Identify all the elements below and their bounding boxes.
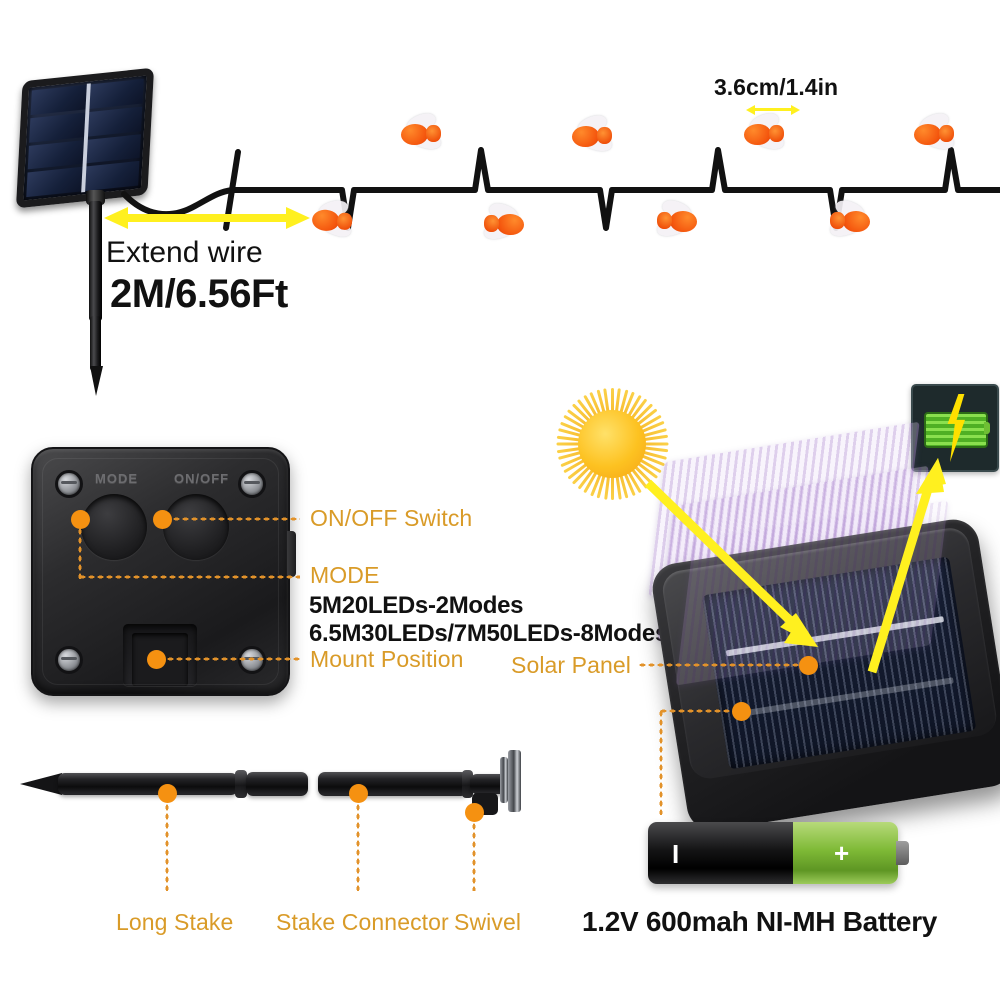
mount-position-label: Mount Position	[310, 646, 464, 672]
mode-leader-line	[78, 575, 300, 579]
swivel-bracket-plate	[500, 757, 508, 803]
bee-bulb-icon	[645, 196, 699, 239]
panel-cell	[26, 167, 83, 198]
bee-bulb-icon	[472, 199, 526, 242]
stake-tip-icon	[20, 773, 62, 795]
bulb-size-label: 3.6cm/1.4in	[714, 74, 839, 100]
bee-body	[401, 124, 428, 145]
stake-connector-rod	[318, 772, 468, 796]
sun-disc	[578, 410, 646, 478]
battery-negative-end	[648, 822, 793, 884]
sunlight-in-arrow	[640, 475, 840, 675]
long-stake-rod	[58, 773, 238, 795]
charge-out-arrow	[820, 450, 950, 680]
solar-panel-leader-line	[638, 663, 800, 667]
mount-hotspot-dot[interactable]	[147, 650, 166, 669]
battery-terminal-nub	[896, 841, 909, 865]
bee-body	[744, 124, 771, 145]
stake-ring	[235, 770, 247, 798]
solar-stake-lamp	[8, 67, 188, 396]
extend-wire-length: 2M/6.56Ft	[110, 272, 288, 316]
bee-head	[426, 125, 441, 142]
battery-leader-line-horizontal	[659, 709, 733, 713]
battery-cap	[984, 422, 990, 434]
lamp-pole	[89, 201, 102, 321]
mode-hotspot-dot[interactable]	[71, 510, 90, 529]
mode-leader-line-vertical	[78, 527, 82, 579]
bee-body	[914, 124, 941, 145]
bee-head	[484, 215, 499, 232]
bee-body	[670, 211, 697, 232]
stake-connector-hotspot-dot[interactable]	[349, 784, 368, 803]
solar-panel-hotspot-dot[interactable]	[799, 656, 818, 675]
battery-negative-sign: I	[672, 839, 680, 869]
panel-cell	[30, 84, 87, 115]
spec-line-1: 5M20LEDs-2Modes	[309, 592, 524, 619]
battery-leader-line-vertical	[659, 709, 663, 815]
bee-bulb-icon	[399, 109, 453, 152]
bee-bulb-icon	[570, 111, 624, 154]
extend-wire-label: Extend wire	[106, 236, 263, 269]
spec-line-2: 6.5M30LEDs/7M50LEDs-8Modes	[309, 620, 668, 647]
bulb-size-arrow	[746, 105, 800, 115]
long-stake-label: Long Stake	[116, 909, 234, 935]
aa-battery-body: I +	[648, 822, 898, 884]
solar-panel-label: Solar Panel	[511, 652, 632, 678]
bee-head	[657, 212, 672, 229]
battery-positive-sign: +	[834, 838, 850, 868]
stake-connector-label: Stake Connector	[276, 909, 449, 935]
onoff-switch-label: ON/OFF Switch	[310, 505, 473, 531]
bee-head	[597, 127, 612, 144]
controller-side-tab	[287, 531, 296, 577]
swivel-hotspot-dot[interactable]	[465, 803, 484, 822]
bee-bulb-icon	[308, 197, 365, 241]
onoff-emboss-label: ON/OFF	[174, 471, 230, 486]
screw-icon	[55, 646, 83, 674]
bee-bulb-icon	[912, 109, 966, 152]
panel-cell	[87, 78, 144, 109]
battery-charging-icon	[911, 384, 999, 472]
bee-body	[497, 214, 524, 235]
swivel-leader-line	[472, 822, 476, 891]
bee-bulb-icon	[742, 109, 796, 152]
bee-body	[843, 211, 870, 232]
panel-cell	[27, 139, 84, 170]
lamp-pole-lower	[90, 316, 101, 371]
swivel-bracket	[508, 750, 521, 812]
mode-button[interactable]	[81, 494, 147, 560]
screw-icon	[55, 470, 83, 498]
stake-connector-leader-line	[356, 803, 360, 891]
bee-head	[830, 212, 845, 229]
battery-positive-end	[793, 822, 898, 884]
mount-leader-line	[166, 657, 300, 661]
battery-spec-label: 1.2V 600mah NI-MH Battery	[582, 906, 938, 937]
extend-wire-arrow	[104, 207, 310, 229]
long-stake-hotspot-dot[interactable]	[158, 784, 177, 803]
connector-ring	[462, 770, 473, 798]
bee-body	[572, 126, 599, 147]
bee-head	[769, 125, 784, 142]
onoff-hotspot-dot[interactable]	[153, 510, 172, 529]
mode-emboss-label: MODE	[95, 471, 138, 486]
aa-battery-illustration: I +	[648, 822, 916, 886]
onoff-button[interactable]	[163, 494, 229, 560]
battery-hotspot-dot[interactable]	[732, 702, 751, 721]
onoff-leader-line	[172, 517, 300, 521]
swivel-label: Swivel	[454, 909, 522, 935]
bee-bulb-icon	[818, 196, 872, 239]
bee-head	[939, 125, 954, 142]
controller-box: MODE ON/OFF	[31, 447, 296, 696]
long-stake-socket	[246, 772, 308, 796]
lamp-ground-spike-icon	[90, 366, 103, 396]
stake-assembly	[10, 745, 550, 820]
screw-icon	[238, 470, 266, 498]
sun-icon	[553, 385, 671, 503]
long-stake-leader-line	[165, 803, 169, 891]
mode-label: MODE	[310, 562, 380, 588]
panel-cell	[29, 112, 85, 143]
